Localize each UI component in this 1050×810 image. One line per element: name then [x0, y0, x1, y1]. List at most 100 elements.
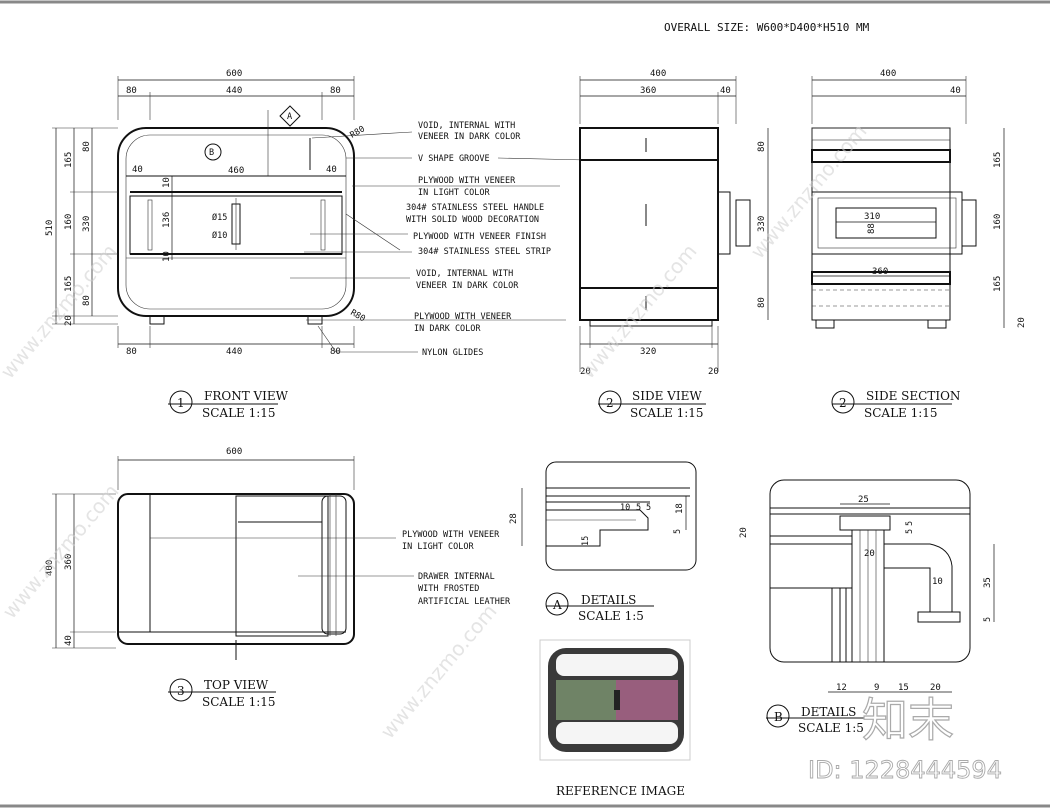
watermark-site-2: www.znzmo.com [0, 479, 124, 623]
detail-b-dim-15: 15 [898, 683, 909, 693]
section-drawer-inner [817, 197, 957, 249]
side-base [589, 319, 713, 327]
detail-a-scale: SCALE 1:5 [578, 609, 644, 623]
marker-b-label: B [209, 148, 214, 158]
annotation-1: VENEER IN DARK COLOR [418, 132, 521, 142]
section-top-strip [811, 149, 951, 163]
annotation-13: NYLON GLIDES [422, 348, 483, 358]
side-view-number-circle [598, 390, 622, 414]
top-dim-360: 360 [64, 554, 74, 570]
side-dim-330: 330 [757, 216, 767, 232]
reference-handle [614, 690, 620, 710]
leader-0 [311, 131, 413, 139]
detail-b-dim-20: 20 [739, 527, 749, 538]
dim-bottom-80-right: 80 [330, 347, 341, 357]
side-view-scale: SCALE 1:15 [630, 406, 704, 420]
detail-a-title: DETAILS [581, 593, 636, 607]
section-dim-310: 310 [864, 212, 880, 222]
watermark-site-5: www.znzmo.com [745, 119, 871, 263]
detail-b-profile [883, 543, 953, 613]
dim-r80-bottom: R80 [349, 308, 367, 324]
detail-a-dim-5b: 5 [646, 503, 651, 513]
annotation-5: 304# STAINLESS STEEL HANDLE [406, 203, 544, 213]
detail-b-frame [769, 479, 971, 663]
detail-b-dim-25: 25 [858, 495, 869, 505]
dim-inner-330: 330 [82, 216, 92, 232]
overall-size-title: OVERALL SIZE: W600*D400*H510 MM [664, 21, 870, 34]
dim-600: 600 [226, 69, 242, 79]
detail-b-letter: B [774, 710, 783, 724]
section-dim-88: 88 [867, 223, 877, 234]
watermark-id: ID: 1228444594 [808, 756, 1002, 784]
section-glide-right [927, 319, 947, 329]
detail-a-dim-5a: 5 [636, 503, 641, 513]
leader-5 [345, 213, 401, 251]
side-dim-40: 40 [720, 86, 731, 96]
annotation-12: IN DARK COLOR [414, 324, 481, 334]
section-scale: SCALE 1:15 [864, 406, 938, 420]
dim-v10a: 10 [162, 177, 172, 188]
detail-b-dim-5c: 5 [983, 617, 993, 622]
section-dim-40: 40 [950, 86, 961, 96]
top-view-number: 3 [177, 684, 185, 698]
detail-a-dim-5c: 5 [673, 529, 683, 534]
front-drawer-edge-right [320, 199, 326, 251]
detail-a: 28 18 10 5 5 5 15 A DETAILS SCALE 1:5 [509, 461, 697, 623]
dim-top-80-left: 80 [126, 86, 137, 96]
top-drawer [235, 495, 329, 637]
watermark-site-1: www.znzmo.com [0, 239, 122, 383]
reference-bottom-void [556, 722, 678, 744]
dim-510: 510 [45, 220, 55, 236]
dim-top-440: 440 [226, 86, 242, 96]
detail-a-dim-18: 18 [675, 503, 685, 514]
detail-b-dim-w20: 20 [864, 549, 875, 559]
dim-inner-80a: 80 [82, 141, 92, 152]
front-drawer-edge-left [147, 199, 153, 251]
annotation-0: VOID, INTERNAL WITH [418, 121, 515, 131]
side-view-title: SIDE VIEW [632, 389, 702, 403]
detail-a-profile [546, 509, 649, 547]
detail-a-letter: A [552, 598, 562, 612]
section-dim-165a: 165 [993, 152, 1003, 168]
side-handle [735, 199, 751, 247]
top-annotation-4: ARTIFICIAL LEATHER [418, 597, 511, 607]
front-view-title: FRONT VIEW [204, 389, 289, 403]
reference-drawer-right [616, 680, 678, 720]
detail-b-strip [839, 515, 891, 531]
section-bottom-strip [811, 271, 951, 285]
section-drawer [811, 191, 963, 255]
dim-left-160: 160 [64, 214, 74, 230]
section-dim-400: 400 [880, 69, 896, 79]
top-annotation-2: DRAWER INTERNAL [418, 572, 495, 582]
side-view: 400 360 40 80 330 80 320 20 20 2 SIDE VI… [579, 69, 769, 420]
section-handle [961, 199, 977, 247]
detail-b-dim-12: 12 [836, 683, 847, 693]
dim-v10b: 10 [162, 251, 172, 262]
top-annotation-1: IN LIGHT COLOR [402, 542, 475, 552]
side-dim-20-right: 20 [708, 367, 719, 377]
dim-top-80-right: 80 [330, 86, 341, 96]
reference-drawer-left [556, 680, 616, 720]
top-drawer-front [321, 495, 347, 635]
side-view-number: 2 [606, 396, 614, 410]
annotation-11: PLYWOOD WITH VENEER [414, 312, 512, 322]
detail-b: 25 20 5 5 20 10 35 5 12 9 15 20 B DETAIL… [739, 479, 995, 735]
front-body-outline [117, 127, 355, 317]
top-view: 600 400 360 40 3 TOP VIEW SCALE 1:15 [45, 447, 355, 709]
section-glide-left [815, 319, 835, 329]
top-annotation-3: WITH FROSTED [418, 584, 479, 594]
annotation-8: 304# STAINLESS STEEL STRIP [418, 247, 551, 257]
side-dim-80a: 80 [757, 141, 767, 152]
annotation-10: VENEER IN DARK COLOR [416, 281, 519, 291]
marker-a-label: A [287, 112, 292, 122]
watermark-logo: 知末 [862, 693, 954, 747]
top-annotations: PLYWOOD WITH VENEER IN LIGHT COLOR DRAWE… [150, 530, 511, 607]
dim-460: 460 [228, 166, 244, 176]
top-view-number-circle [169, 678, 193, 702]
annotation-3: PLYWOOD WITH VENEER [418, 176, 516, 186]
section-dim-165b: 165 [993, 276, 1003, 292]
annotation-4: IN LIGHT COLOR [418, 188, 491, 198]
marker-b-circle [204, 143, 222, 161]
marker-a-diamond [279, 105, 301, 127]
detail-b-foot [917, 611, 961, 623]
